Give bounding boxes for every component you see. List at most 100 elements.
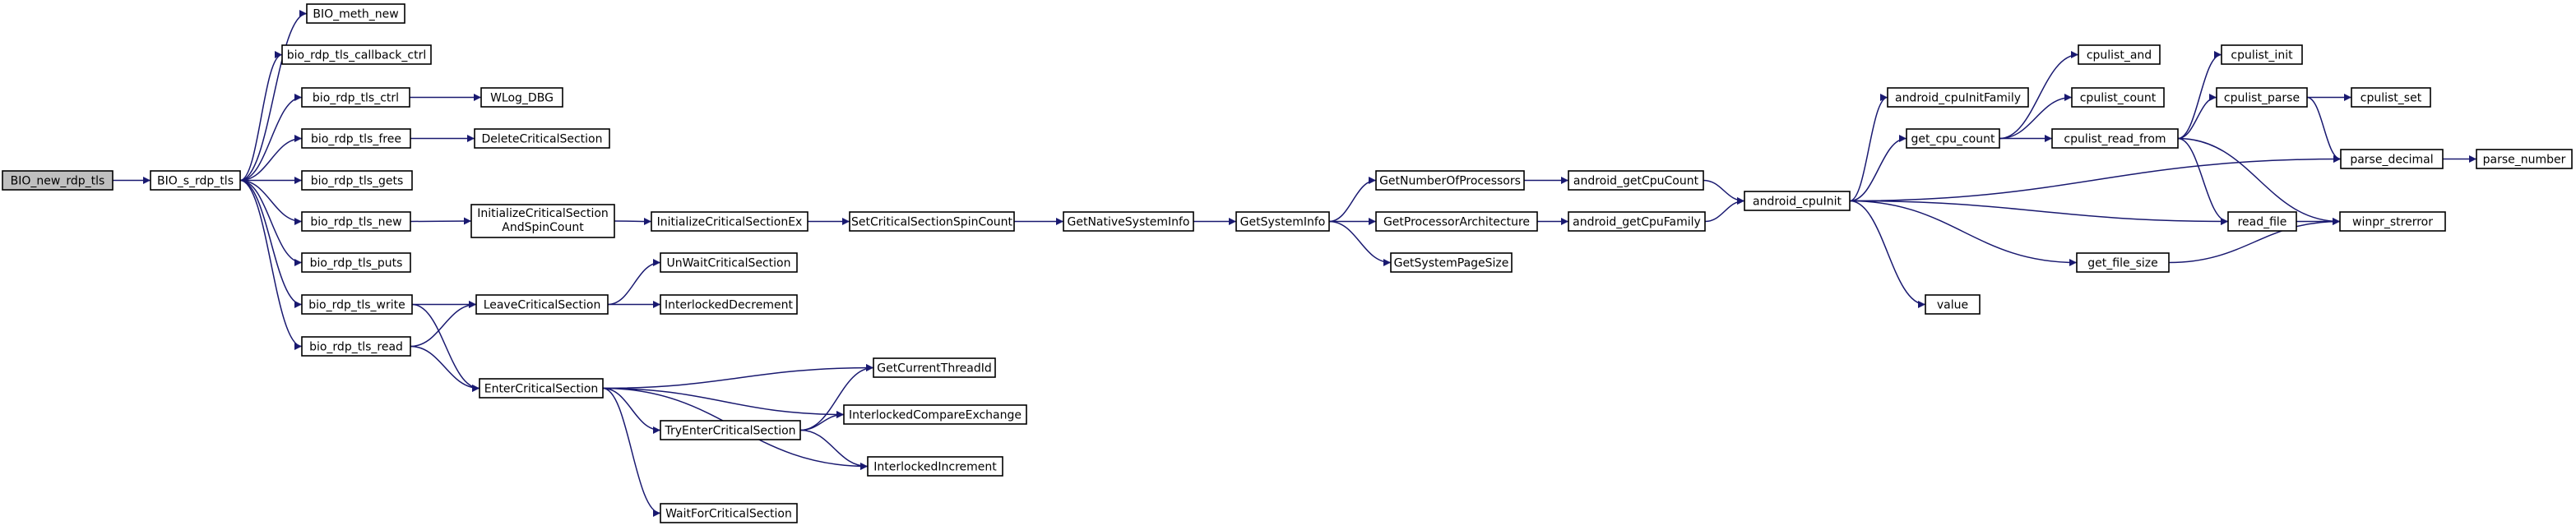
edge-get_cpu_count-to-cpulist_and [1999, 51, 2079, 140]
node-cpulist_set[interactable]: cpulist_set [2351, 87, 2431, 108]
edge-get_cpu_count-to-cpulist_count [1999, 94, 2073, 140]
node-label: get_cpu_count [1911, 133, 1995, 146]
node-WLog_DBG[interactable]: WLog_DBG [480, 87, 563, 108]
node-bio_rdp_tls_callback_ctrl[interactable]: bio_rdp_tls_callback_ctrl [281, 44, 432, 65]
node-parse_decimal[interactable]: parse_decimal [2340, 149, 2444, 169]
node-label: bio_rdp_tls_write [308, 299, 405, 312]
edge-line [1849, 135, 1907, 202]
node-GetSystemInfo[interactable]: GetSystemInfo [1235, 211, 1330, 232]
node-get_file_size[interactable]: get_file_size [2076, 252, 2170, 273]
node-box [479, 378, 604, 399]
node-GetNativeSystemInfo[interactable]: GetNativeSystemInfo [1063, 211, 1194, 232]
node-winpr_strerror[interactable]: winpr_strerror [2339, 211, 2446, 232]
node-LeaveCriticalSection[interactable]: LeaveCriticalSection [475, 294, 609, 315]
node-InterlockedDecrement[interactable]: InterlockedDecrement [660, 294, 798, 315]
node-box [1375, 170, 1525, 191]
node-bio_rdp_tls_free[interactable]: bio_rdp_tls_free [301, 128, 411, 149]
edge-LeaveCriticalSection-to-UnWaitCriticalSection [607, 259, 661, 306]
node-cpulist_read_from[interactable]: cpulist_read_from [2051, 128, 2179, 149]
node-label: android_cpuInitFamily [1895, 92, 2021, 105]
edge-line [2168, 218, 2341, 264]
node-android_cpuInit[interactable]: android_cpuInit [1744, 191, 1851, 211]
node-BIO_new_rdp_tls[interactable]: BIO_new_rdp_tls [2, 170, 114, 191]
node-box [1568, 211, 1706, 232]
node-label: InterlockedDecrement [665, 299, 793, 312]
node-label: cpulist_count [2080, 92, 2157, 105]
edge-BIO_s_rdp_tls-to-bio_rdp_tls_write [239, 179, 303, 308]
node-BIO_meth_new[interactable]: BIO_meth_new [306, 3, 405, 24]
node-box [867, 456, 1003, 477]
node-cpulist_count[interactable]: cpulist_count [2071, 87, 2165, 108]
node-read_file[interactable]: read_file [2227, 211, 2297, 232]
node-SetCriticalSectionSpinCount[interactable]: SetCriticalSectionSpinCount [849, 211, 1015, 232]
node-label: BIO_meth_new [313, 8, 398, 21]
edge-line [410, 301, 477, 348]
node-InterlockedCompareExchange[interactable]: InterlockedCompareExchange [843, 404, 1027, 425]
node-GetProcessorArchitecture[interactable]: GetProcessorArchitecture [1375, 211, 1538, 232]
edge-EnterCriticalSection-to-InterlockedCompareExchange [602, 387, 845, 418]
node-box [470, 204, 615, 238]
edge-layer [113, 10, 2476, 517]
edge-line [2177, 137, 2341, 225]
node-cpulist_init[interactable]: cpulist_init [2221, 44, 2303, 65]
node-label: BIO_new_rdp_tls [11, 175, 105, 188]
node-label: bio_rdp_tls_gets [311, 175, 404, 188]
edge-EnterCriticalSection-to-GetCurrentThreadId [602, 364, 874, 389]
node-GetCurrentThreadId[interactable]: GetCurrentThreadId [873, 357, 996, 378]
node-label: parse_number [2483, 154, 2566, 167]
node-box [843, 404, 1027, 425]
edge-bio_rdp_tls_write-to-EnterCriticalSection [411, 303, 480, 392]
node-WaitForCriticalSection[interactable]: WaitForCriticalSection [660, 503, 798, 523]
node-GetSystemPageSize[interactable]: GetSystemPageSize [1390, 252, 1513, 273]
node-label: InitializeCriticalSectionEx [657, 216, 803, 229]
node-cpulist_and[interactable]: cpulist_and [2078, 44, 2161, 65]
edge-line [614, 217, 652, 225]
node-cpulist_parse[interactable]: cpulist_parse [2216, 87, 2308, 108]
node-android_getCpuCount[interactable]: android_getCpuCount [1568, 170, 1704, 191]
node-bio_rdp_tls_ctrl[interactable]: bio_rdp_tls_ctrl [301, 87, 410, 108]
node-DeleteCriticalSection[interactable]: DeleteCriticalSection [474, 128, 610, 149]
edge-BIO_s_rdp_tls-to-bio_rdp_tls_puts [239, 179, 303, 266]
edge-android_getCpuCount-to-android_cpuInit [1703, 179, 1745, 205]
node-box [2351, 87, 2431, 108]
edge-line [2177, 137, 2229, 225]
node-layer: BIO_new_rdp_tls BIO_s_rdp_tls BIO_meth_new… [2, 3, 2573, 523]
node-BIO_s_rdp_tls[interactable]: BIO_s_rdp_tls [150, 170, 241, 191]
edge-line [239, 179, 303, 350]
node-box [301, 336, 411, 357]
node-label: bio_rdp_tls_puts [310, 257, 403, 270]
node-box [301, 294, 413, 315]
node-parse_number[interactable]: parse_number [2476, 149, 2573, 169]
node-android_cpuInitFamily[interactable]: android_cpuInitFamily [1887, 87, 2029, 108]
node-TryEnterCriticalSection[interactable]: TryEnterCriticalSection [660, 420, 801, 440]
node-label: WaitForCriticalSection [665, 508, 792, 521]
edge-line [1849, 200, 2078, 266]
node-bio_rdp_tls_read[interactable]: bio_rdp_tls_read [301, 336, 411, 357]
node-InitializeCriticalSectionEx[interactable]: InitializeCriticalSectionEx [651, 211, 808, 232]
node-bio_rdp_tls_gets[interactable]: bio_rdp_tls_gets [301, 170, 413, 191]
node-label: value [1937, 299, 1968, 312]
node-box [2, 170, 114, 191]
node-InterlockedIncrement[interactable]: InterlockedIncrement [867, 456, 1003, 477]
node-get_cpu_count[interactable]: get_cpu_count [1906, 128, 2000, 149]
node-label: android_cpuInit [1753, 196, 1842, 209]
node-UnWaitCriticalSection[interactable]: UnWaitCriticalSection [660, 252, 798, 273]
node-label: AndSpinCount [502, 221, 584, 234]
node-box [1235, 211, 1330, 232]
node-bio_rdp_tls_new[interactable]: bio_rdp_tls_new [301, 211, 411, 232]
node-bio_rdp_tls_puts[interactable]: bio_rdp_tls_puts [301, 252, 411, 273]
node-value[interactable]: value [1925, 294, 1981, 315]
node-EnterCriticalSection[interactable]: EnterCriticalSection [479, 378, 604, 399]
node-box [1390, 252, 1513, 273]
node-android_getCpuFamily[interactable]: android_getCpuFamily [1568, 211, 1706, 232]
node-label: InterlockedCompareExchange [849, 409, 1022, 422]
node-bio_rdp_tls_write[interactable]: bio_rdp_tls_write [301, 294, 413, 315]
node-box [2339, 211, 2446, 232]
node-box [1063, 211, 1194, 232]
node-label: parse_decimal [2350, 154, 2433, 167]
edge-line [1328, 220, 1392, 266]
node-GetNumberOfProcessors[interactable]: GetNumberOfProcessors [1375, 170, 1525, 191]
edge-line [2306, 96, 2342, 163]
